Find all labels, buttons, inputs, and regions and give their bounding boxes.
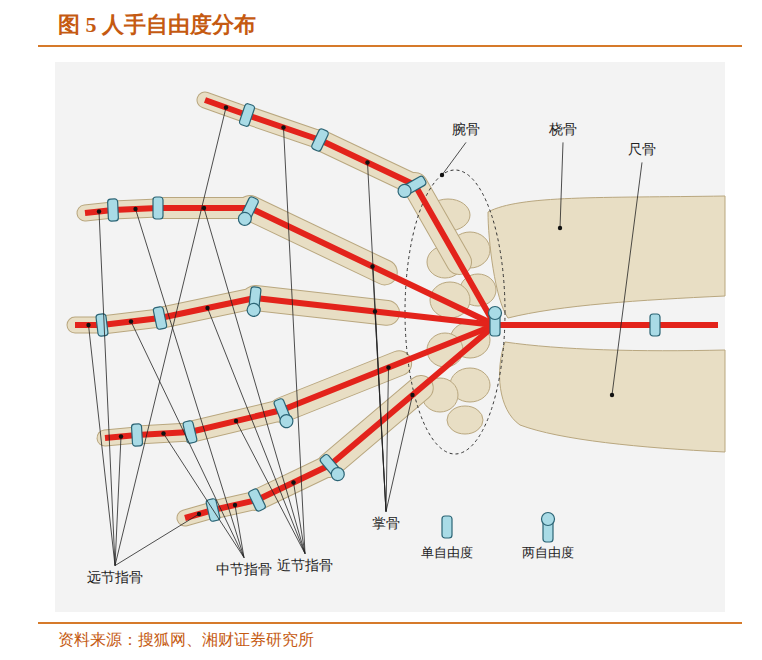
leader-dot bbox=[161, 431, 165, 435]
one-dof-joint bbox=[248, 488, 267, 512]
leader-line bbox=[208, 308, 306, 554]
two-dof-joint bbox=[236, 195, 260, 227]
leader-line bbox=[368, 163, 387, 512]
leader-line bbox=[235, 505, 244, 558]
leader-dot bbox=[119, 434, 123, 438]
leader-dot bbox=[281, 125, 285, 129]
leader-dot bbox=[86, 323, 90, 327]
radius-bone bbox=[488, 196, 725, 318]
figure-title: 图 5 人手自由度分布 bbox=[58, 10, 256, 40]
finger-bones bbox=[75, 100, 459, 518]
one-dof-joint bbox=[96, 313, 109, 336]
kinematic-line bbox=[85, 208, 495, 325]
part-label: 尺骨 bbox=[627, 142, 657, 159]
leader-line bbox=[115, 514, 199, 566]
leader-dot bbox=[224, 105, 228, 109]
kinematic-line bbox=[105, 325, 495, 438]
kinematic-line bbox=[205, 100, 495, 325]
one-dof-swatch bbox=[432, 510, 462, 544]
leader-dot bbox=[133, 207, 137, 211]
leader-dot bbox=[97, 209, 101, 213]
leader-dot bbox=[370, 264, 374, 268]
kinematic-line bbox=[495, 322, 718, 328]
part-label: 桡骨 bbox=[548, 122, 578, 139]
legend-label: 两自由度 bbox=[522, 544, 574, 562]
leader-line bbox=[236, 421, 305, 554]
one-dof-joint bbox=[153, 306, 167, 330]
leader-line bbox=[89, 325, 116, 566]
leader-dot bbox=[440, 173, 444, 177]
leader-lines bbox=[86, 105, 642, 565]
legend-label: 单自由度 bbox=[421, 544, 473, 562]
leader-line bbox=[560, 142, 563, 228]
leader-line bbox=[115, 108, 226, 566]
leader-dot bbox=[558, 226, 562, 230]
two-dof-joint bbox=[246, 286, 262, 317]
one-dof-joint bbox=[153, 197, 163, 219]
two-dof-joint bbox=[396, 174, 428, 200]
leader-line bbox=[136, 209, 245, 558]
part-label: 腕骨 bbox=[451, 122, 481, 139]
one-dof-joint bbox=[239, 103, 256, 127]
caption-rule bbox=[38, 622, 742, 624]
legend-item: 两自由度 bbox=[522, 510, 574, 562]
one-dof-joint bbox=[311, 128, 329, 152]
leader-line bbox=[294, 483, 306, 554]
leader-line bbox=[386, 368, 389, 512]
legend-item: 单自由度 bbox=[421, 510, 473, 562]
leader-line bbox=[373, 267, 387, 512]
title-rule bbox=[38, 45, 742, 47]
leader-dot bbox=[233, 503, 237, 507]
two-dof-swatch bbox=[533, 510, 563, 544]
two-dof-joint bbox=[272, 397, 295, 429]
leader-line bbox=[375, 312, 386, 512]
leader-dot bbox=[291, 480, 295, 484]
leader-dot bbox=[610, 393, 614, 397]
one-dof-joint bbox=[108, 199, 119, 221]
leader-line bbox=[115, 437, 121, 566]
part-label: 近节指骨 bbox=[276, 558, 334, 575]
leader-dot bbox=[234, 419, 238, 423]
carpal-bone bbox=[447, 406, 483, 434]
one-dof-joint bbox=[650, 314, 660, 336]
carpal-region bbox=[405, 170, 505, 454]
two-dof-joint bbox=[489, 307, 502, 337]
image-panel bbox=[55, 62, 725, 612]
part-label: 中节指骨 bbox=[215, 562, 273, 579]
leader-dot bbox=[205, 306, 209, 310]
leader-line bbox=[204, 208, 305, 554]
part-label: 掌骨 bbox=[371, 516, 401, 533]
leader-dot bbox=[373, 309, 377, 313]
leader-dot bbox=[197, 512, 201, 516]
one-dof-joint bbox=[131, 424, 142, 447]
leader-line bbox=[442, 142, 466, 175]
leader-dot bbox=[365, 160, 369, 164]
leader-line bbox=[612, 162, 642, 395]
leader-dot bbox=[410, 393, 414, 397]
leader-line bbox=[164, 434, 245, 558]
ulna-bone bbox=[500, 342, 725, 452]
leader-line bbox=[386, 395, 413, 512]
one-dof-joint bbox=[442, 516, 452, 538]
leader-dot bbox=[129, 319, 133, 323]
leader-line bbox=[99, 212, 115, 566]
part-label: 远节指骨 bbox=[86, 570, 144, 587]
two-dof-joint bbox=[318, 452, 347, 483]
two-dof-joint bbox=[542, 513, 555, 543]
source-caption: 资料来源：搜狐网、湘财证券研究所 bbox=[58, 630, 314, 651]
kinematic-line bbox=[185, 325, 495, 518]
kinematic-line bbox=[75, 298, 495, 325]
leader-dot bbox=[386, 365, 390, 369]
one-dof-joint bbox=[183, 420, 198, 444]
leader-dot bbox=[202, 206, 206, 210]
